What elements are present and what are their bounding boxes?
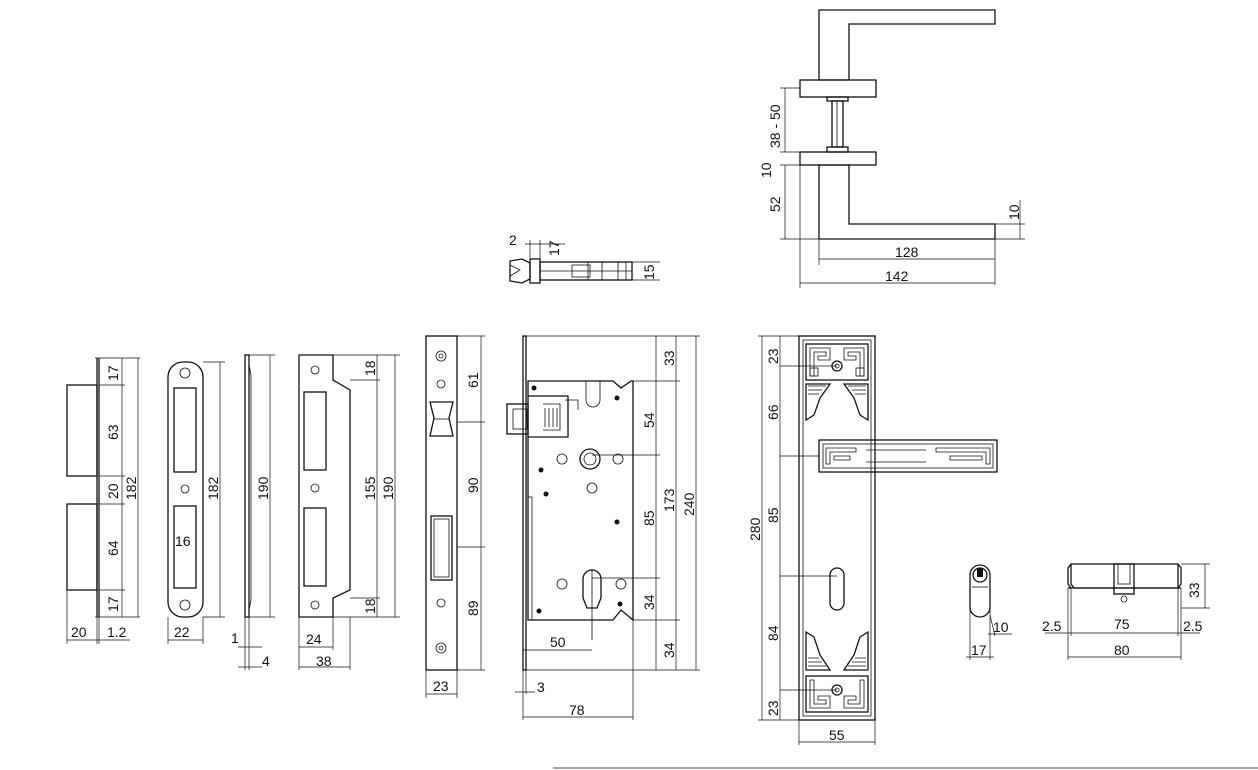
dim-cyl-end-width: 17 [971, 642, 987, 658]
dim-body-follower: 173 [661, 488, 677, 512]
dim-body-face: 3 [537, 679, 545, 695]
dim-face-center: 90 [465, 477, 481, 493]
dim-body-backset: 50 [550, 634, 566, 650]
dim-face-width: 23 [433, 678, 449, 694]
strike-plate-view: 182 16 22 [167, 361, 225, 644]
faceplate-view: 61 90 89 23 [425, 335, 485, 698]
dim-side-bottom: 18 [362, 598, 378, 614]
dim-body-top: 33 [661, 350, 677, 366]
dim-back-upper: 66 [765, 404, 781, 420]
dim-lever-height: 52 [767, 196, 783, 212]
backplate-view: 23 66 85 280 84 23 55 [747, 335, 998, 745]
dim-back-width: 55 [829, 727, 845, 743]
lever-handle-top-view: 38 - 50 10 52 10 128 142 [758, 9, 1025, 288]
dim-rose-thickness: 10 [758, 162, 774, 178]
dim-body-cyl: 34 [641, 594, 657, 610]
dim-back-center: 85 [765, 507, 781, 523]
dim-plate-hole: 16 [175, 533, 191, 549]
dim-box-height: 182 [123, 476, 139, 500]
dim-plate-height: 182 [205, 476, 221, 500]
dim-box-top: 17 [105, 365, 121, 381]
dim-bolt-head: 17 [546, 240, 562, 256]
dim-box-bottom: 17 [105, 596, 121, 612]
dim-cyl-body: 75 [1114, 616, 1130, 632]
dim-profile-height: 190 [255, 476, 271, 500]
dim-cyl-end-height: 10 [993, 619, 1009, 635]
dim-body-depth: 78 [569, 702, 585, 718]
strike-box-view: 17 63 20 64 17 182 20 1.2 [66, 357, 140, 644]
dim-body-latch: 54 [641, 412, 657, 428]
strike-profile-view: 190 1 4 [231, 354, 275, 670]
dim-back-lower: 84 [765, 625, 781, 641]
dim-bolt-tip: 2 [509, 232, 517, 248]
dim-side-inner: 155 [362, 476, 378, 500]
dim-box-plate: 1.2 [107, 624, 127, 640]
dim-box-depth: 20 [71, 624, 87, 640]
dim-back-top: 23 [765, 348, 781, 364]
dim-side-top: 18 [362, 360, 378, 376]
dim-plate-width: 22 [174, 624, 190, 640]
cylinder-view: 33 2.5 75 2.5 80 [1042, 563, 1210, 660]
dim-lever-length: 128 [895, 244, 919, 260]
dim-face-top: 61 [465, 372, 481, 388]
dim-cyl-height: 33 [1186, 582, 1202, 598]
dim-back-bottom: 23 [765, 700, 781, 716]
dim-body-height: 240 [681, 492, 697, 516]
dim-lever-thickness: 10 [1006, 204, 1022, 220]
dim-box-pocket-1: 63 [105, 424, 121, 440]
dim-profile-thickness: 4 [262, 653, 270, 669]
cylinder-end-view: 10 17 [966, 564, 1012, 660]
dim-side-depth: 38 [316, 653, 332, 669]
dim-box-gap: 20 [105, 483, 121, 499]
lock-body-view: 33 54 173 85 240 34 34 50 3 78 [506, 335, 700, 720]
dim-cyl-overall: 80 [1114, 642, 1130, 658]
dim-side-face: 24 [306, 631, 322, 647]
latch-bolt-view: 2 17 15 [509, 232, 660, 284]
dim-profile-lip: 1 [231, 630, 239, 646]
dim-bolt-height: 15 [641, 264, 657, 280]
dim-cyl-left: 2.5 [1042, 618, 1062, 634]
dim-lever-overall: 142 [885, 268, 909, 284]
dim-back-height: 280 [747, 517, 763, 541]
dim-body-center: 85 [641, 510, 657, 526]
dim-side-height: 190 [380, 476, 396, 500]
strike-side-view: 18 155 190 18 24 38 [298, 354, 400, 670]
dim-box-pocket-2: 64 [105, 540, 121, 556]
dim-cyl-right: 2.5 [1183, 618, 1203, 634]
dim-body-bottom: 34 [661, 642, 677, 658]
dim-rose-gap: 38 - 50 [767, 104, 783, 148]
dim-face-bottom: 89 [465, 600, 481, 616]
